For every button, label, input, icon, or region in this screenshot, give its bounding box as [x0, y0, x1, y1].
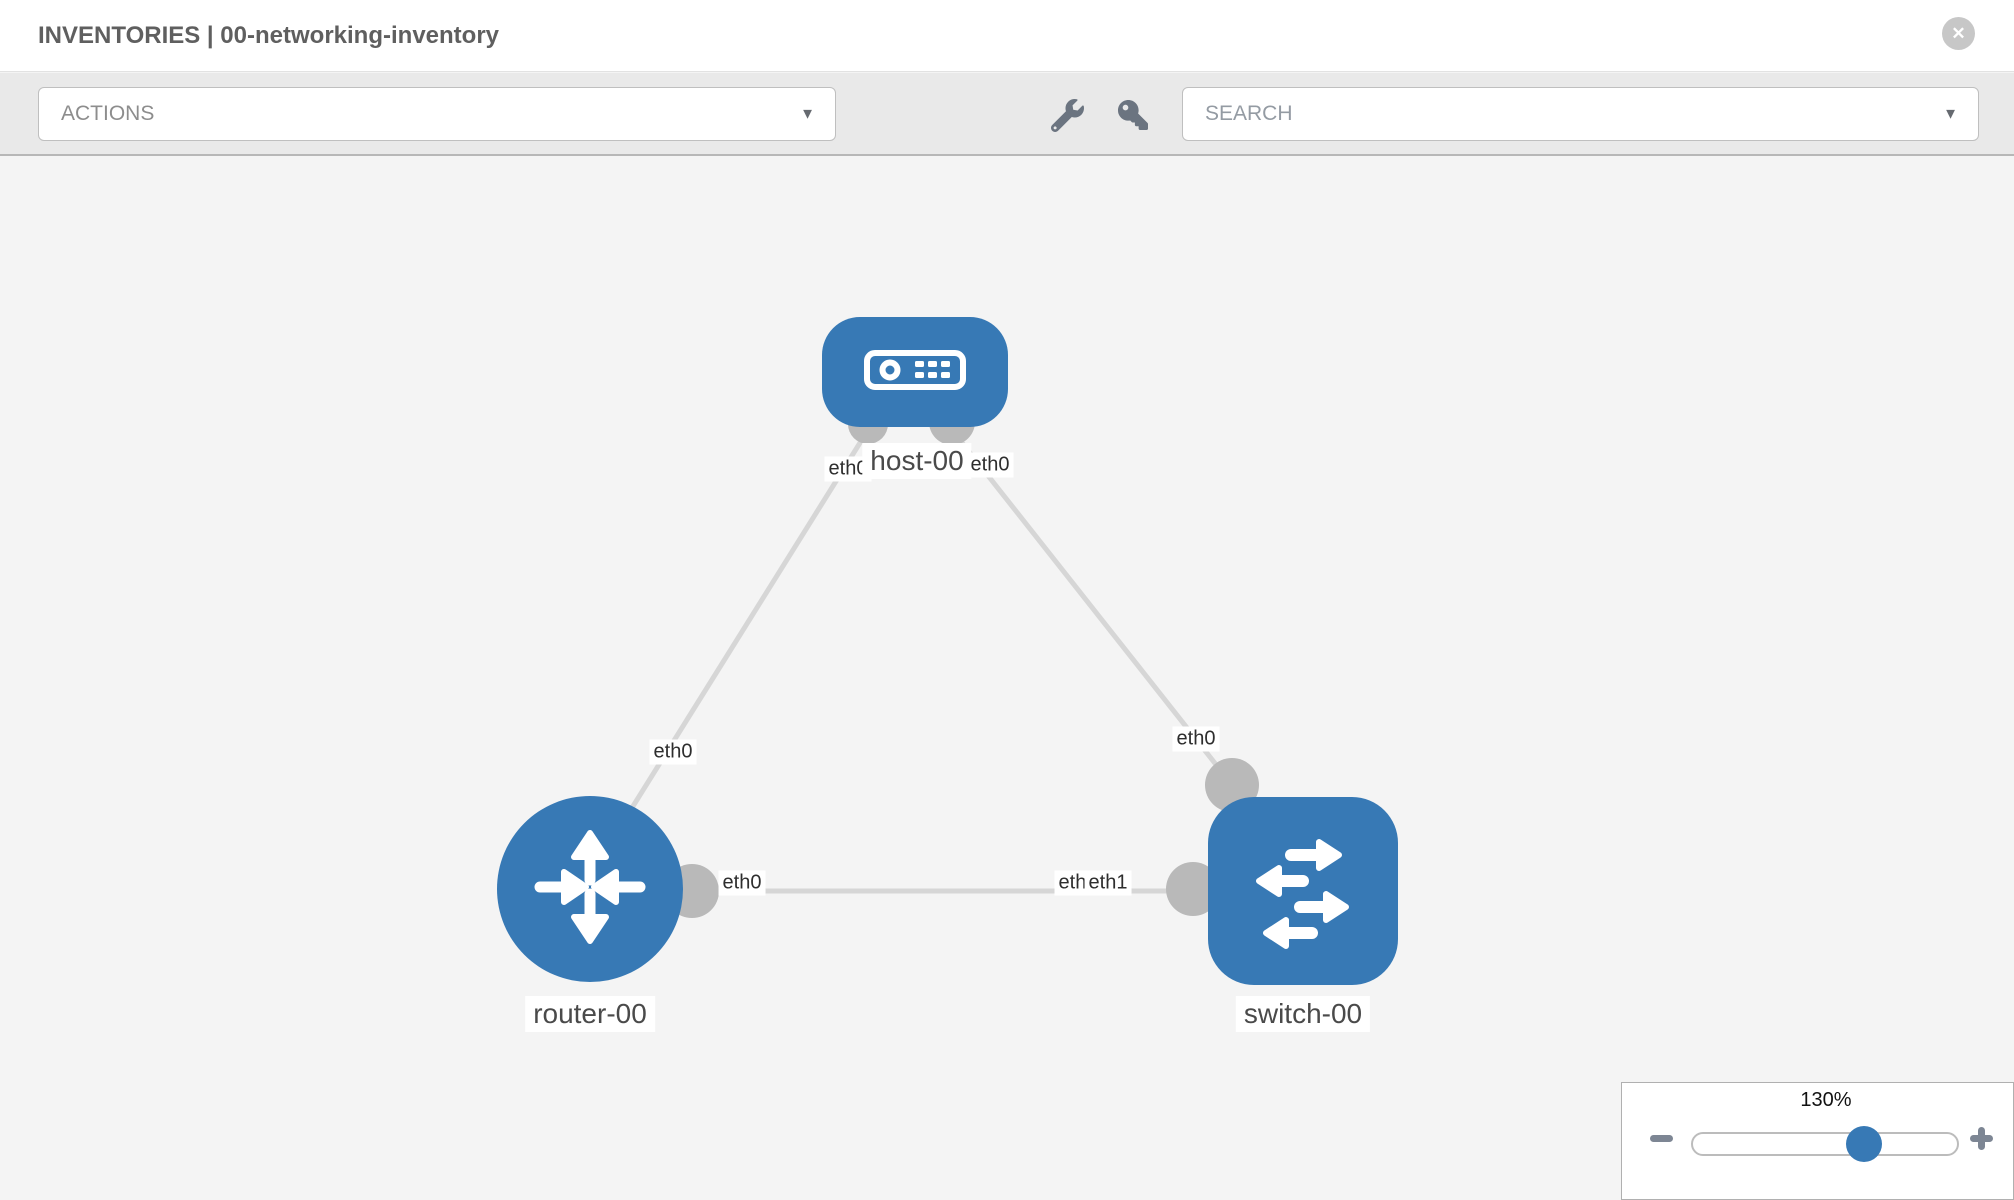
interface-label-router-eth0-right: eth0 — [718, 870, 766, 896]
node-label-host-00: host-00 — [862, 443, 972, 479]
interface-label-switch-eth0-top: eth0 — [1172, 726, 1220, 752]
node-router-00[interactable] — [497, 796, 683, 982]
close-button[interactable]: ✕ — [1942, 17, 1975, 50]
header: INVENTORIES | 00-networking-inventory ✕ — [0, 0, 2014, 72]
interface-label-router-eth0-top: eth0 — [649, 739, 697, 765]
toolbar: ACTIONS ▼ SEARCH ▼ — [0, 73, 2014, 156]
wrench-icon — [1050, 98, 1084, 132]
interface-label-switch-eth1: eth1 — [1084, 870, 1132, 896]
chevron-down-icon: ▼ — [1943, 105, 1958, 123]
node-host-00[interactable] — [822, 317, 1008, 427]
zoom-level-value: 130% — [1800, 1089, 1852, 1111]
switch-icon — [1228, 814, 1378, 969]
zoom-slider[interactable] — [1691, 1132, 1959, 1156]
zoom-slider-thumb[interactable] — [1846, 1126, 1882, 1162]
interface-label-host-eth0-right: eth0 — [966, 452, 1014, 478]
credentials-button[interactable] — [1114, 96, 1152, 134]
search-dropdown[interactable]: SEARCH ▼ — [1182, 87, 1979, 141]
node-switch-00[interactable] — [1208, 797, 1398, 985]
chevron-down-icon: ▼ — [800, 105, 815, 123]
actions-dropdown[interactable]: ACTIONS ▼ — [38, 87, 836, 141]
host-icon — [863, 340, 967, 405]
plus-icon — [1978, 1127, 1985, 1150]
search-dropdown-label: SEARCH — [1205, 102, 1293, 125]
zoom-panel: 130% — [1621, 1082, 2014, 1200]
node-label-router-00: router-00 — [525, 996, 655, 1032]
zoom-out-button[interactable] — [1650, 1135, 1673, 1142]
topology-canvas[interactable]: host-00 router-00 switch-00 eth0 eth0 et… — [0, 156, 2014, 1200]
router-icon — [520, 817, 660, 962]
link-host-router[interactable] — [612, 428, 871, 837]
tools-button[interactable] — [1048, 96, 1086, 134]
close-icon: ✕ — [1951, 23, 1966, 43]
key-icon — [1118, 100, 1148, 130]
page-title: INVENTORIES | 00-networking-inventory — [38, 22, 500, 49]
actions-dropdown-label: ACTIONS — [61, 102, 155, 125]
links-layer — [612, 428, 1242, 894]
node-label-switch-00: switch-00 — [1235, 996, 1371, 1032]
zoom-in-button[interactable] — [1970, 1127, 1993, 1150]
